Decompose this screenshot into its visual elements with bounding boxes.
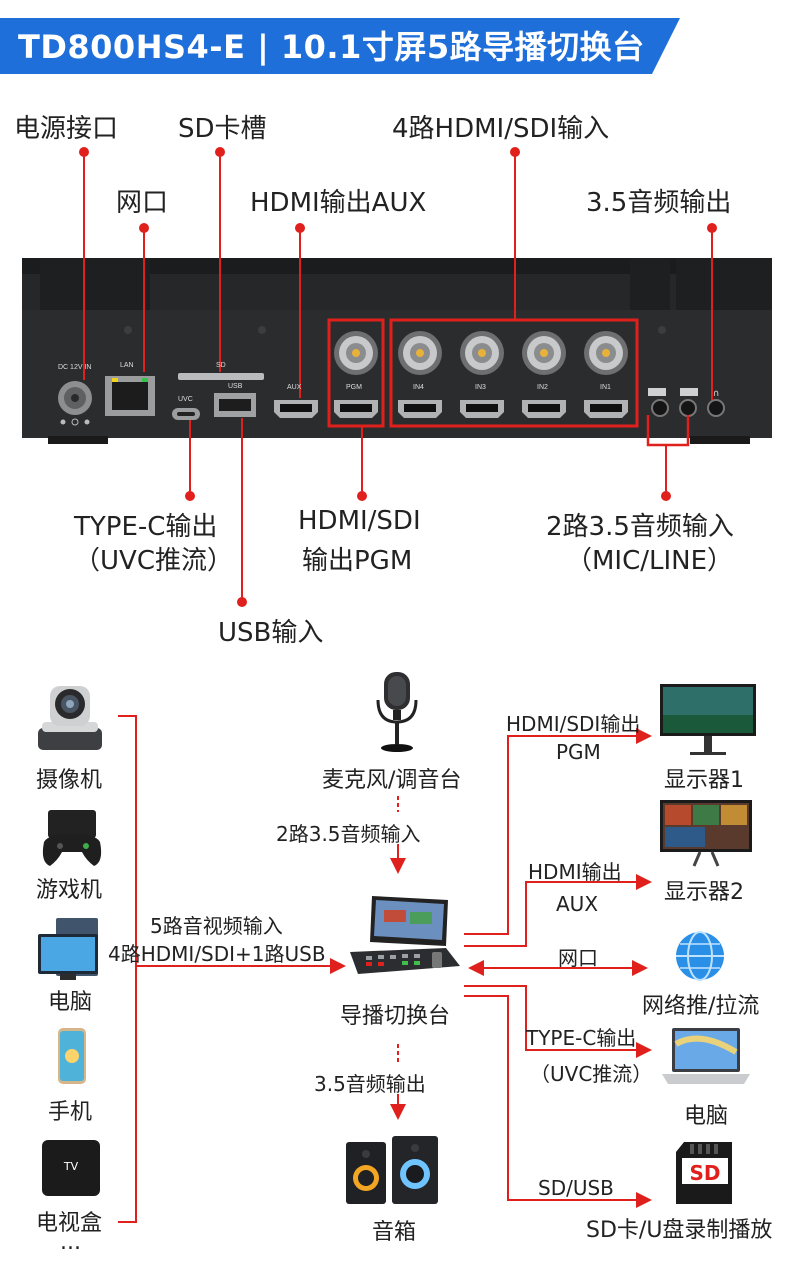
bnc-in2	[522, 331, 566, 375]
callout-usb-in: USB输入	[218, 618, 324, 648]
callout-audio-in-line2: （MIC/LINE）	[566, 546, 734, 576]
label-pc: 电脑	[48, 990, 93, 1015]
callout-sd-slot: SD卡槽	[178, 114, 267, 144]
tv-box-logo: TV	[63, 1160, 79, 1173]
panel-label-lan: LAN	[120, 362, 134, 369]
panel-label-usb: USB	[228, 383, 243, 390]
label-tv-box: 电视盒	[36, 1211, 103, 1236]
display-1-icon	[660, 684, 756, 755]
panel-label-uvc: UVC	[178, 396, 193, 403]
audio-in-jack-1	[651, 399, 669, 417]
bnc-pgm	[334, 331, 378, 375]
label-aux-out-line1: HDMI输出	[528, 860, 622, 884]
laptop-icon	[662, 1028, 750, 1084]
camera-icon	[38, 686, 102, 750]
panel-label-aux: AUX	[287, 384, 302, 391]
audio-out-jack	[707, 399, 725, 417]
callout-audio-in-line1: 2路3.5音频输入	[546, 512, 734, 542]
panel-label-sd: SD	[216, 362, 226, 369]
tv-box-icon	[42, 1140, 100, 1196]
label-sd-record: SD卡/U盘录制播放	[586, 1218, 773, 1243]
panel-label-in4: IN4	[413, 384, 424, 391]
label-game-console: 游戏机	[36, 878, 103, 903]
callout-pgm-line1: HDMI/SDI	[298, 506, 421, 536]
callout-audio-out: 3.5音频输出	[586, 188, 732, 218]
callout-lan: 网口	[116, 188, 169, 218]
callout-hdmi-sdi-in: 4路HDMI/SDI输入	[392, 114, 610, 144]
panel-label-in1: IN1	[600, 384, 611, 391]
smartphone-icon	[58, 1028, 86, 1084]
svg-text:∩: ∩	[713, 389, 720, 399]
speakers-icon	[346, 1136, 438, 1204]
label-mic-audio-in: 2路3.5音频输入	[276, 822, 421, 846]
page-title: TD800HS4-E | 10.1寸屏5路导播切换台	[18, 28, 645, 66]
title-banner	[0, 18, 680, 74]
label-pgm-out-line1: HDMI/SDI输出	[506, 712, 641, 736]
sd-card-logo: SD	[689, 1161, 720, 1185]
bnc-in4	[398, 331, 442, 375]
callout-typec-line2: （UVC推流）	[74, 546, 233, 576]
label-video-in-line2: 4路HDMI/SDI+1路USB	[108, 942, 326, 966]
panel-label-in2: IN2	[537, 384, 548, 391]
panel-label-in3: IN3	[475, 384, 486, 391]
label-camera: 摄像机	[36, 768, 103, 793]
label-aux-out-line2: AUX	[556, 892, 599, 916]
label-typec-out-line1: TYPE-C输出	[526, 1026, 637, 1050]
label-display-1: 显示器1	[664, 768, 744, 793]
bnc-in1	[584, 331, 628, 375]
label-network-stream: 网络推/拉流	[642, 994, 760, 1019]
sd-card-icon	[676, 1142, 732, 1204]
panel-label-dc: DC 12V IN	[58, 364, 92, 371]
network-globe-icon	[676, 931, 724, 981]
game-console-icon	[42, 810, 102, 866]
callout-pgm-line2: 输出PGM	[302, 546, 413, 576]
callout-power: 电源接口	[14, 114, 119, 144]
bnc-in3	[460, 331, 504, 375]
microphone-icon	[376, 672, 418, 752]
label-phone: 手机	[48, 1100, 93, 1125]
callout-typec-line1: TYPE-C输出	[74, 512, 218, 542]
panel-label-pgm: PGM	[346, 384, 362, 391]
label-switcher: 导播切换台	[340, 1004, 451, 1029]
label-pgm-out-line2: PGM	[556, 740, 601, 764]
label-audio-out: 3.5音频输出	[314, 1072, 426, 1096]
label-lan-out: 网口	[558, 946, 598, 970]
callout-hdmi-aux: HDMI输出AUX	[250, 188, 427, 218]
label-speakers: 音箱	[372, 1220, 417, 1245]
label-video-in-line1: 5路音视频输入	[150, 914, 283, 938]
sd-card-slot	[178, 373, 264, 380]
desktop-pc-icon	[38, 918, 98, 980]
label-microphone: 麦克风/调音台	[322, 768, 462, 793]
label-display-2: 显示器2	[664, 880, 744, 905]
label-more: ...	[60, 1230, 81, 1255]
label-typec-out-line2: （UVC推流）	[530, 1062, 653, 1086]
label-laptop: 电脑	[684, 1104, 729, 1129]
display-2-icon	[660, 800, 752, 867]
device-rear-panel: ∩	[22, 147, 772, 607]
switcher-device-icon	[350, 896, 460, 974]
label-sd-usb: SD/USB	[538, 1176, 614, 1200]
